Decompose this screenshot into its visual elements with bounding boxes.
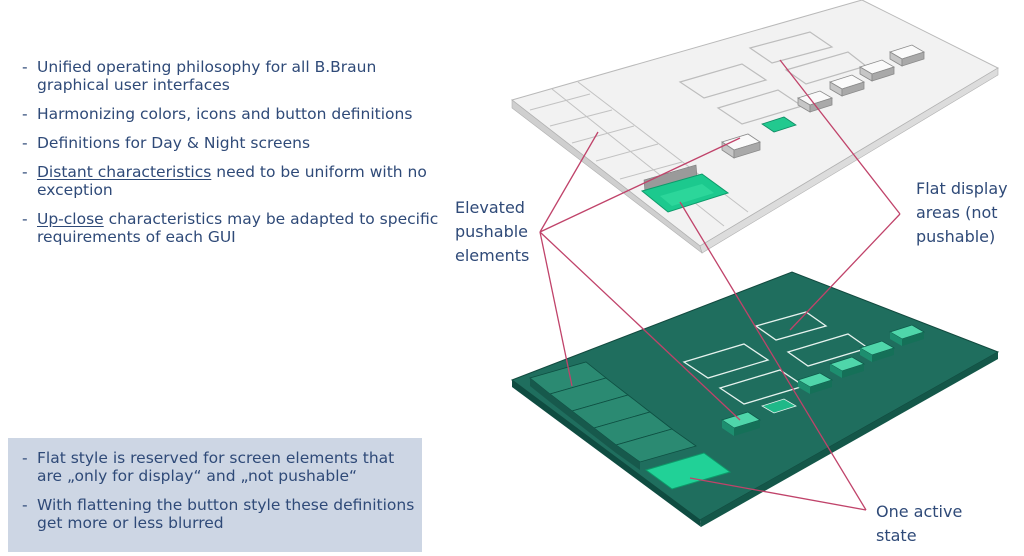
one-active-state-label: One active state <box>876 502 963 545</box>
flat-style-note-box: Flat style is reserved for screen elemen… <box>8 438 422 552</box>
night-left-column <box>529 361 697 463</box>
elevated-pushable-label: Elevated pushable elements <box>455 198 530 265</box>
leader-lines <box>539 59 901 511</box>
day-screen-panel <box>510 0 1000 254</box>
bullet-item: Up-close characteristics may be adapted … <box>22 210 452 246</box>
flat-display-areas-label: Flat display areas (not pushable) <box>916 179 1008 246</box>
bullet-item: Unified operating philosophy for all B.B… <box>22 58 452 94</box>
day-elevated-buttons <box>721 44 925 159</box>
bullet-item: Definitions for Day & Night screens <box>22 134 452 152</box>
underlined-term: Up-close <box>37 210 104 228</box>
night-elevated-buttons <box>721 324 925 436</box>
bullet-item: Harmonizing colors, icons and button def… <box>22 105 452 123</box>
night-screen-panel <box>510 271 1000 527</box>
note-item: Flat style is reserved for screen elemen… <box>22 449 422 485</box>
feature-bullet-list: Unified operating philosophy for all B.B… <box>22 58 452 257</box>
bullet-item: Distant characteristics need to be unifo… <box>22 163 452 199</box>
underlined-term: Distant characteristics <box>37 163 212 181</box>
night-active-button <box>644 452 732 490</box>
day-active-button <box>640 173 730 213</box>
note-item: With flattening the button style these d… <box>22 496 422 532</box>
